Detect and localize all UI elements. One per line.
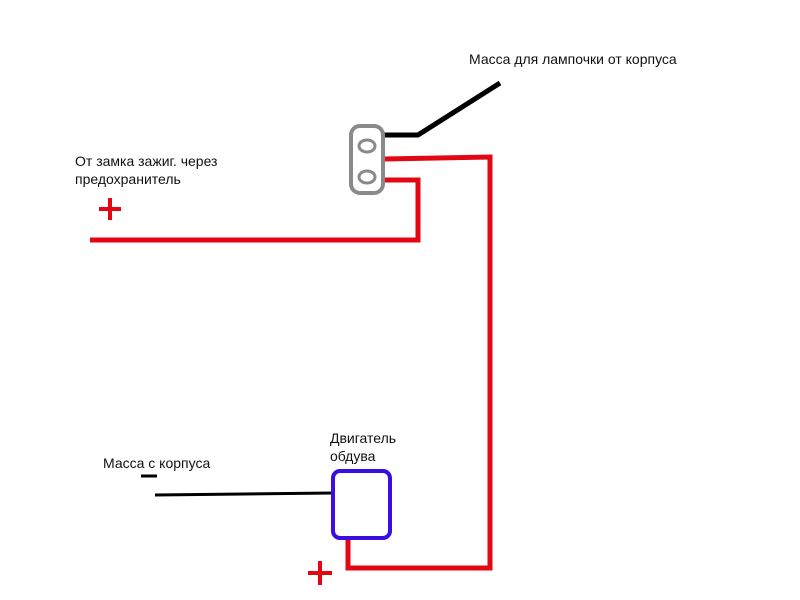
motor-body [331, 469, 392, 540]
switch-to-motor-wire [345, 154, 493, 571]
ignition-label-line1: От замка зажиг. через [75, 153, 218, 169]
plus-sign-ignition [99, 198, 121, 220]
lamp-ground-label: Масса для лампочки от корпуса [469, 51, 677, 67]
motor-ground-wire [154, 491, 334, 497]
ignition-wire [90, 177, 421, 243]
motor-label-line2: обдува [330, 448, 376, 464]
switch-terminal-top [357, 138, 377, 154]
motor-label-line1: Двигатель [330, 430, 397, 446]
lamp-ground-wire [384, 80, 502, 138]
ignition-label-line2: предохранитель [75, 171, 181, 187]
body-ground-label: Масса с корпуса [103, 455, 211, 471]
plus-sign-motor [308, 561, 332, 585]
switch-terminal-bottom [357, 169, 377, 185]
